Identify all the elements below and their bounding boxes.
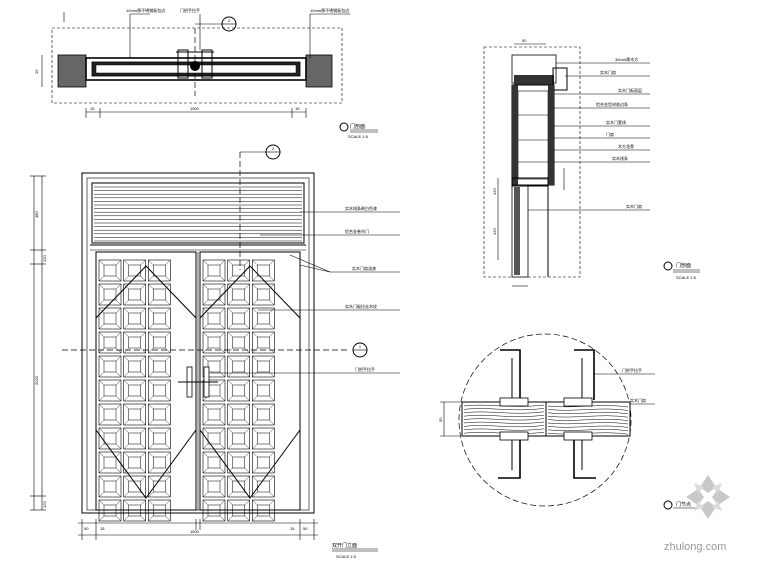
elev-label-1: 实木线条刷白色漆 [345,205,377,211]
elev-hdim-2: 15 [100,526,105,531]
plan-dim-3: 15 [295,106,300,111]
section-title: 门剖面 [676,262,691,269]
elev-vdim-2: 120 [42,255,47,262]
elevation-title: 双开门立面 [332,542,357,549]
sec-label-3: 实木门板面层 [618,87,642,93]
louver-panel [94,186,302,242]
sec-label-9: 实木门扇 [626,203,642,209]
plan-title: 门剖面 [350,123,365,130]
elev-hdim-5: 50 [303,526,308,531]
sec-label-5: 实木门套线 [606,119,626,125]
sec-dim-top: 50 [522,38,527,43]
door-plan-section: 2 10mm厚不锈钢板包边 10mm厚不锈钢板包边 门把手拉手 15 15 15… [34,7,378,139]
coffered-panels [98,259,275,522]
callout-mark-plan: 2 [228,18,231,23]
elev-vdim-1: 480 [34,211,39,218]
callout-mark-elev-side: 1 [359,344,362,349]
detail-label-2: 实木门扇 [630,397,646,403]
elev-hdim-3: 1500 [190,529,200,534]
door-elevation: 2 1 实木线条刷白色漆 铝合金卷帘门 实木门扇油漆 实木门板拉丝木纹 门把手拉… [30,144,400,559]
elev-hdim-1: 50 [84,526,89,531]
detail-dim: 50 [438,417,443,422]
elev-vdim-3: 2020 [34,375,39,385]
elev-vdim-4: 120 [42,501,47,508]
zhulong-logo [686,475,730,519]
section-scale: SCALE 1:5 [676,275,697,280]
elev-label-5: 门把手拉手 [355,366,375,372]
elev-label-4: 实木门板拉丝木纹 [345,303,377,309]
sec-dim-2: 120 [492,228,497,235]
door-vertical-section: 30mm厚木方 实木门扇 实木门板面层 铝合金型材收边条 实木门套线 门扇 木方… [483,38,700,287]
plan-scale: SCALE 1:5 [348,134,369,139]
sec-label-7: 木方龙骨 [618,143,634,149]
plan-label-1: 10mm厚不锈钢板包边 [126,7,165,13]
zhulong-watermark: zhulong.com [664,475,730,553]
watermark-text: zhulong.com [664,541,726,553]
elev-hdim-4: 15 [290,526,295,531]
elev-label-3: 实木门扇油漆 [352,265,376,271]
elev-label-2: 铝合金卷帘门 [345,228,369,234]
elevation-scale: SCALE 1:5 [336,554,357,559]
plan-label-2: 10mm厚不锈钢板包边 [310,7,349,13]
plan-dim-2: 1500 [190,106,200,111]
sec-label-2: 实木门扇 [600,69,616,75]
sec-dim-1: 120 [492,188,497,195]
detail-title: 门节点 [676,501,691,508]
sec-label-8: 实木线条 [612,155,628,161]
wood-grain-hatch [463,404,629,435]
plan-label-handle: 门把手拉手 [180,7,200,13]
sec-label-1: 30mm厚木方 [615,56,638,62]
sec-label-6: 门扇 [606,131,614,137]
plan-dim-1: 15 [90,106,95,111]
sec-label-4: 铝合金型材收边条 [596,101,628,107]
door-joint-detail: 门把手拉手 实木门扇 50 门节点 [438,333,700,510]
detail-label-1: 门把手拉手 [622,367,642,373]
callout-mark-elev-top: 2 [272,146,275,151]
plan-dim-left: 15 [34,69,39,74]
